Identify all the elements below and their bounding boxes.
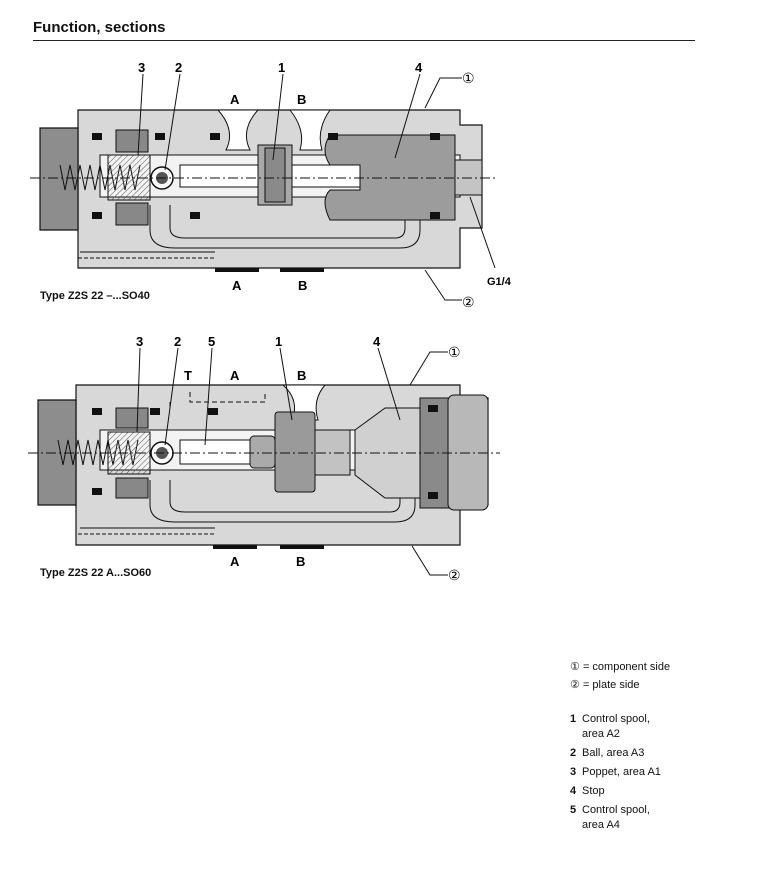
side-marker-plate: ② [448, 567, 461, 583]
callout-1: 1 [278, 60, 285, 75]
callout-2: 2 [174, 334, 181, 349]
parts-list: 1 Control spool, area A2 2 Ball, area A3… [570, 712, 670, 833]
part-number: 5 [570, 804, 577, 816]
title-divider [33, 40, 695, 41]
part-number: 3 [570, 766, 577, 778]
end-cap [39, 127, 79, 231]
part-number: 2 [570, 747, 577, 759]
caption-so60: Type Z2S 22 A...SO60 [40, 567, 152, 579]
part-description: Control spool, area A4 [582, 804, 650, 831]
port-label-top-a: A [230, 368, 240, 383]
port-top-b [281, 384, 327, 421]
control-spool-1 [274, 411, 316, 493]
port-label-bottom-b: B [296, 554, 305, 569]
port-label-bottom-a: A [232, 278, 242, 293]
legend-plate-side: ② = plate side [570, 676, 670, 694]
part-item: 5 Control spool, area A4 [570, 803, 670, 833]
legend-plate-text: = plate side [582, 679, 640, 691]
page-title: Function, sections [33, 19, 166, 36]
part-number: 1 [570, 713, 577, 725]
port-label-top-b: B [297, 368, 306, 383]
side-marker-plate: ② [462, 294, 475, 310]
part-item: 4 Stop [570, 784, 670, 799]
part-description: Ball, area A3 [582, 747, 645, 759]
callout-1: 1 [275, 334, 282, 349]
callout-4: 4 [373, 334, 381, 349]
side-marker-component: ① [462, 70, 475, 86]
part-item: 3 Poppet, area A1 [570, 765, 670, 780]
legend: ① = component side ② = plate side 1 Cont… [570, 658, 670, 837]
part-item: 2 Ball, area A3 [570, 746, 670, 761]
callout-3: 3 [138, 60, 145, 75]
section-diagram-so60: 3 2 5 1 4 T A B A B ① ② [28, 334, 500, 583]
section-diagram-so40: 3 2 1 4 A B A B G1/4 ① ② [30, 60, 512, 310]
port-top-b [288, 109, 331, 151]
channel-lower [149, 205, 421, 249]
legend-component-side: ① = component side [570, 658, 670, 676]
legend-marker-2: ② [570, 679, 580, 691]
port-label-top-b: B [297, 92, 306, 107]
port-label-top-a: A [230, 92, 240, 107]
legend-marker-1: ① [570, 661, 580, 673]
part-description: Stop [582, 785, 605, 797]
part-description: Control spool, area A2 [582, 713, 650, 740]
part-number: 4 [570, 785, 577, 797]
port-top-a [216, 109, 260, 151]
port-label-bottom-b: B [298, 278, 307, 293]
part-description: Poppet, area A1 [582, 766, 661, 778]
caption-so40: Type Z2S 22 –...SO40 [40, 290, 150, 302]
callout-4: 4 [415, 60, 423, 75]
port-label-top-t: T [184, 368, 192, 383]
side-marker-component: ① [448, 344, 461, 360]
part-item: 1 Control spool, area A2 [570, 712, 670, 742]
callout-3: 3 [136, 334, 143, 349]
end-cap [37, 399, 77, 506]
thread-label: G1/4 [487, 276, 512, 288]
legend-component-text: = component side [582, 661, 671, 673]
callout-5: 5 [208, 334, 215, 349]
callout-2: 2 [175, 60, 182, 75]
port-label-bottom-a: A [230, 554, 240, 569]
